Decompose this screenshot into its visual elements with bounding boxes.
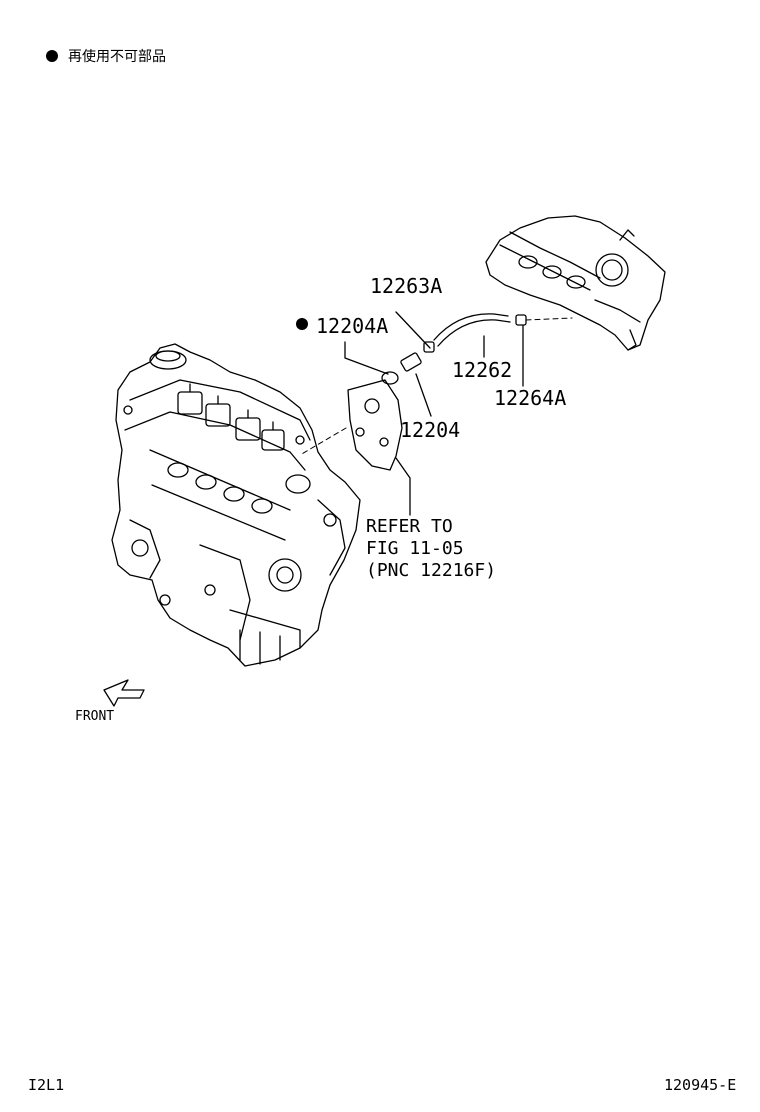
legend: 再使用不可部品 [46,46,166,66]
clip-12264A [515,314,527,326]
clip-12263A [423,341,435,353]
hose-12262 [437,319,511,347]
callout-12264A: 12264A [494,386,567,410]
reference-line-3: (PNC 12216F) [366,560,497,581]
pcv-valve-12204 [400,352,422,372]
intake-manifold-illustration [485,215,666,351]
reference-note: REFER TO FIG 11-05 (PNC 12216F) [366,516,496,582]
oil-separator-cover [347,379,403,471]
front-label: FRONT [75,709,115,724]
reference-line-1: REFER TO [366,516,453,537]
front-arrow-icon [103,679,145,707]
callout-12263A: 12263A [370,274,443,298]
callout-12262: 12262 [452,358,513,382]
non-reusable-marker-icon [296,318,308,330]
legend-text: 再使用不可部品 [68,49,166,65]
footer-code-left: I2L1 [28,1076,65,1094]
non-reusable-marker-icon [46,50,58,62]
reference-line-2: FIG 11-05 [366,538,464,559]
engine-illustration [111,343,361,667]
callout-12204: 12204 [400,418,461,442]
footer-code-right: 120945-E [664,1076,737,1094]
gasket-12204A [381,371,399,385]
callout-12204A: 12204A [316,314,389,338]
